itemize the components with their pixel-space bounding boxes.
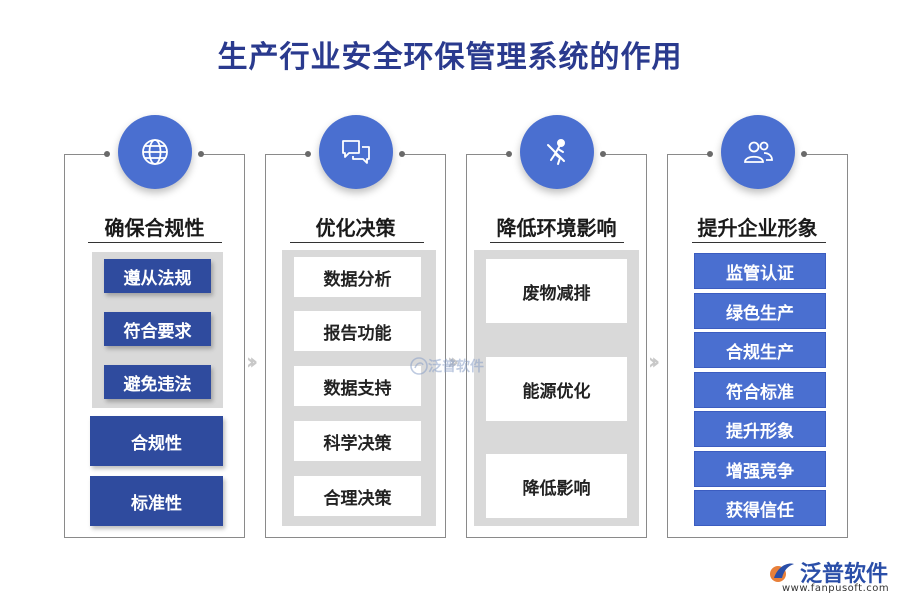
item-button[interactable]: 监管认证	[694, 253, 826, 289]
column-title: 优化决策	[315, 216, 396, 240]
column-ensure-compliance	[64, 154, 245, 538]
connector-dot	[506, 151, 512, 157]
item-button[interactable]: 降低影响	[486, 454, 627, 518]
item-button[interactable]: 科学决策	[294, 421, 421, 461]
column-top-line	[265, 154, 309, 155]
chat-icon	[319, 115, 393, 189]
brand-logo: 泛普软件	[768, 556, 888, 588]
column-top-line	[602, 154, 647, 155]
title-underline	[692, 242, 826, 243]
item-button[interactable]: 合理决策	[294, 476, 421, 516]
connector-dot	[801, 151, 807, 157]
column-top-line	[64, 154, 108, 155]
item-button[interactable]: 合规性	[90, 416, 223, 466]
item-button[interactable]: 符合要求	[104, 312, 211, 346]
connector-dot	[600, 151, 606, 157]
item-button[interactable]: 报告功能	[294, 311, 421, 351]
column-title: 提升企业形象	[697, 216, 818, 240]
connector-dot	[305, 151, 311, 157]
column-top-line	[667, 154, 711, 155]
globe-icon	[118, 115, 192, 189]
column-top-line	[401, 154, 446, 155]
column-optimize-decisions	[265, 154, 446, 538]
title-underline	[88, 242, 222, 243]
worker-icon	[520, 115, 594, 189]
column-top-line	[803, 154, 848, 155]
item-button[interactable]: 能源优化	[486, 357, 627, 421]
watermark-text: 泛普软件	[428, 359, 484, 375]
item-button[interactable]: 获得信任	[694, 490, 826, 526]
item-button[interactable]: 废物减排	[486, 259, 627, 323]
item-button[interactable]: 数据支持	[294, 366, 421, 406]
column-enhance-image	[667, 154, 848, 538]
brand-name: 泛普软件	[800, 562, 889, 587]
page-title: 生产行业安全环保管理系统的作用	[217, 40, 683, 75]
watermark: 泛普软件	[410, 356, 484, 376]
chevron-right-icon: ››	[246, 350, 258, 375]
item-button[interactable]: 避免违法	[104, 365, 211, 399]
brand-url[interactable]: www.fanpusoft.com	[782, 583, 890, 594]
item-button[interactable]: 符合标准	[694, 372, 826, 408]
item-button[interactable]: 绿色生产	[694, 293, 826, 329]
logo-icon	[410, 357, 428, 375]
chevron-right-icon: ››	[648, 350, 660, 375]
column-title: 确保合规性	[104, 216, 205, 240]
item-button[interactable]: 合规生产	[694, 332, 826, 368]
item-button[interactable]: 增强竞争	[694, 451, 826, 487]
title-underline	[490, 242, 624, 243]
connector-dot	[707, 151, 713, 157]
column-top-line	[466, 154, 510, 155]
column-title: 降低环境影响	[496, 216, 617, 240]
column-reduce-impact	[466, 154, 647, 538]
connector-dot	[399, 151, 405, 157]
title-underline	[290, 242, 424, 243]
logo-icon	[770, 563, 794, 582]
item-button[interactable]: 提升形象	[694, 411, 826, 447]
item-button[interactable]: 标准性	[90, 476, 223, 526]
column-top-line	[200, 154, 245, 155]
connector-dot	[198, 151, 204, 157]
item-button[interactable]: 数据分析	[294, 257, 421, 297]
connector-dot	[104, 151, 110, 157]
users-icon	[721, 115, 795, 189]
item-button[interactable]: 遵从法规	[104, 259, 211, 293]
